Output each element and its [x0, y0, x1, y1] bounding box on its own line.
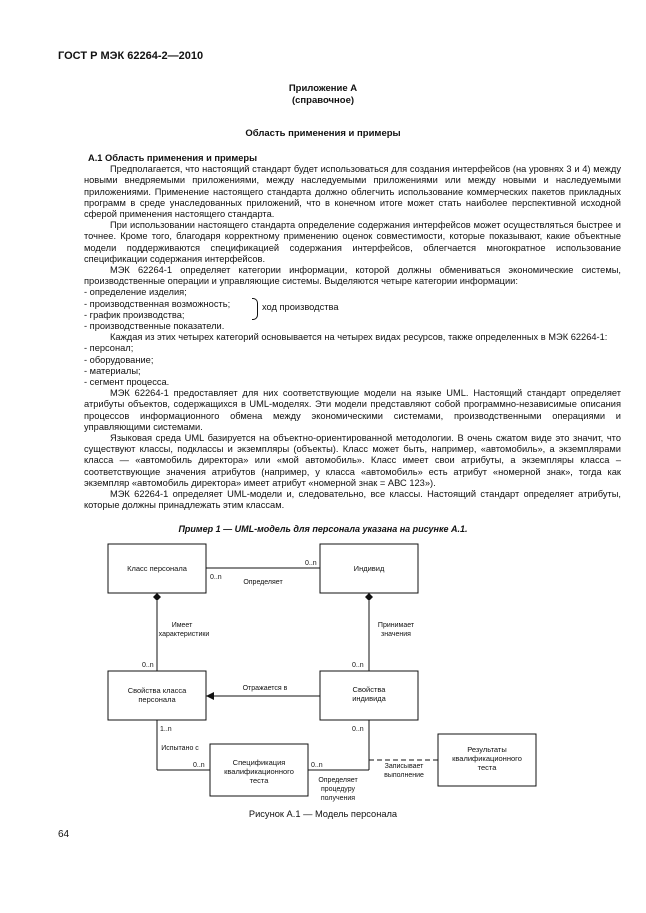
- label-maps-to: Отражается в: [243, 685, 288, 692]
- label-defines-procedure-3: получения: [321, 795, 355, 802]
- label-qual-spec-2: квалификационного: [224, 767, 294, 776]
- label-qual-result-1: Результаты: [467, 745, 507, 754]
- mult-spec-right: 0..n: [311, 762, 323, 769]
- paragraph-4: Каждая из этих четырех категорий основыв…: [110, 332, 608, 343]
- document-body: А.1 Область применения и примеры Предпол…: [84, 153, 621, 512]
- mult-defines-left: 0..n: [210, 574, 222, 581]
- category-list: - определение изделия; - производственна…: [84, 287, 621, 332]
- mult-char: 0..n: [142, 662, 154, 669]
- mult-defines-right: 0..n: [305, 560, 317, 567]
- paragraph-3: МЭК 62264-1 определяет категории информа…: [84, 265, 621, 287]
- example-caption: Пример 1 — UML-модель для персонала указ…: [178, 524, 468, 534]
- label-defines-procedure-2: процедуру: [321, 786, 356, 793]
- label-has-characteristics-2: характеристики: [159, 631, 210, 638]
- document-header: ГОСТ Р МЭК 62264-2—2010: [58, 50, 204, 62]
- list-item: - определение изделия;: [84, 287, 187, 298]
- list-item: - материалы;: [84, 365, 141, 376]
- list-item: - оборудование;: [84, 354, 154, 365]
- figure-caption: Рисунок А.1 — Модель персонала: [248, 809, 398, 819]
- label-has-characteristics-1: Имеет: [172, 622, 193, 629]
- label-qual-spec-3: теста: [250, 776, 270, 785]
- label-records-execution-1: Записывает: [385, 763, 425, 770]
- section-title: Область применения и примеры: [245, 128, 401, 139]
- label-qual-spec-1: Спецификация: [233, 758, 286, 767]
- label-person-prop-1: Свойства: [353, 685, 387, 694]
- label-defines: Определяет: [243, 579, 283, 586]
- bracket-label: ход производства: [262, 302, 339, 313]
- page-number: 64: [58, 829, 70, 840]
- mult-spec-left: 0..n: [193, 762, 205, 769]
- paragraph-7: МЭК 62264-1 определяет UML-модели и, сле…: [84, 489, 621, 511]
- label-tested-by: Испытано с: [161, 745, 199, 752]
- list-item: - персонал;: [84, 343, 134, 354]
- label-has-values-2: значения: [381, 631, 411, 638]
- label-qual-result-2: квалификационного: [452, 754, 522, 763]
- list-item: - график производства;: [84, 309, 185, 320]
- mult-tested-by: 1..n: [160, 726, 172, 733]
- label-records-execution-2: выполнение: [384, 772, 424, 779]
- list-item: - производственная возможность;: [84, 298, 231, 309]
- mult-person-prop: 0..n: [352, 726, 364, 733]
- label-personnel-class: Класс персонала: [127, 564, 188, 573]
- appendix-subtitle: (справочное): [291, 95, 355, 106]
- paragraph-5: МЭК 62264-1 предоставляет для них соотве…: [84, 388, 621, 432]
- appendix-title: Приложение А: [288, 83, 358, 94]
- paragraph-6: Языковая среда UML базируется на объектн…: [84, 433, 621, 488]
- label-defines-procedure-1: Определяет: [318, 777, 358, 784]
- list-item: - производственные показатели.: [84, 321, 225, 332]
- mult-values: 0..n: [352, 662, 364, 669]
- paragraph-2: При использовании настоящего стандарта о…: [84, 220, 621, 264]
- label-qual-result-3: теста: [478, 763, 498, 772]
- paragraph-1: Предполагается, что настоящий стандарт б…: [84, 164, 621, 220]
- label-person: Индивид: [354, 564, 385, 573]
- diamond-personnel-class: [153, 593, 161, 601]
- list-item: - сегмент процесса.: [84, 377, 170, 388]
- label-person-prop-2: индивида: [352, 694, 386, 703]
- subsection-title: А.1 Область применения и примеры: [88, 153, 258, 163]
- label-personnel-class-prop-1: Свойства класса: [128, 686, 187, 695]
- diamond-person: [365, 593, 373, 601]
- label-has-values-1: Принимает: [378, 622, 415, 629]
- label-personnel-class-prop-2: персонала: [138, 695, 176, 704]
- arrow-maps-to: [206, 692, 214, 700]
